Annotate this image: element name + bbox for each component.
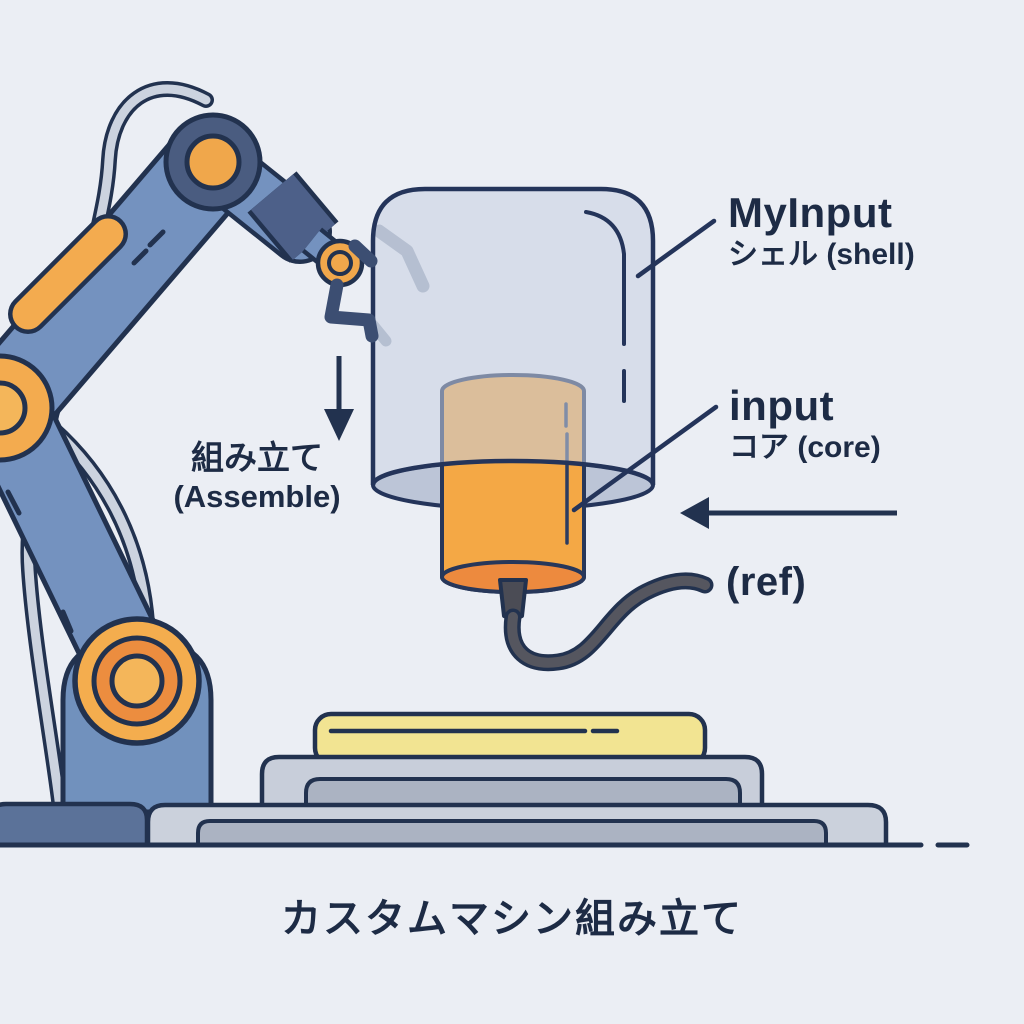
- shell-label-subtitle: シェル (shell): [728, 238, 915, 272]
- assemble-label: 組み立て (Assemble): [137, 438, 377, 515]
- shell-leader-line: [635, 218, 717, 279]
- gripper-finger-front: [324, 239, 379, 343]
- arm-detail-lines: [5, 229, 166, 634]
- shoulder-joint: [163, 112, 263, 212]
- core-left-arrow: [680, 497, 897, 529]
- shell-highlight: [584, 210, 626, 403]
- assembly-platform: [0, 711, 970, 848]
- assemble-label-jp: 組み立て: [191, 439, 323, 476]
- base-joint: [72, 616, 202, 746]
- platform-yellow-slab: [312, 711, 708, 767]
- core-label-subtitle: コア (core): [729, 431, 881, 465]
- ref-label-text: (ref): [726, 560, 807, 604]
- ref-label: (ref): [726, 560, 807, 604]
- shell-and-core: [370, 186, 656, 594]
- assemble-down-arrow: [324, 356, 354, 441]
- core-label: input コア (core): [729, 383, 881, 467]
- assemble-label-en: (Assemble): [173, 478, 341, 514]
- core-label-title: input: [729, 382, 835, 429]
- shell-label: MyInput シェル (shell): [728, 190, 915, 274]
- ref-cable: [498, 572, 714, 672]
- shell-label-title: MyInput: [728, 189, 893, 236]
- robot-arm: [0, 112, 365, 815]
- diagram-caption: カスタムマシン組み立て: [281, 897, 743, 941]
- core-leader-line: [571, 404, 719, 513]
- robot-base-slab: [0, 801, 150, 848]
- shell-cylinder: [370, 186, 656, 486]
